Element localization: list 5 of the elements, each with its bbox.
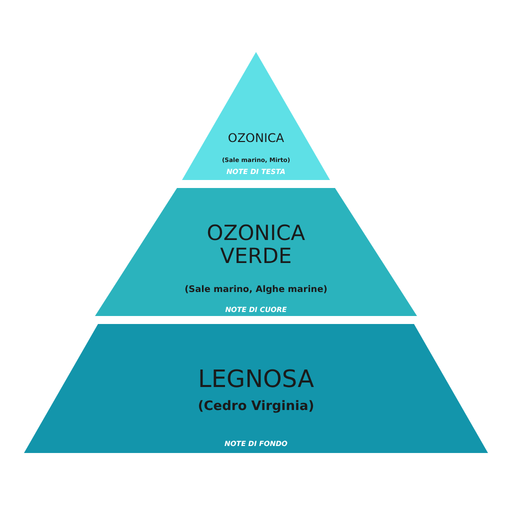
- ingredient-list: (Cedro Virginia): [198, 400, 314, 414]
- ingredient-list: (Sale marino, Alghe marine): [184, 286, 328, 296]
- tier-title: LEGNOSA: [198, 366, 314, 392]
- tier-title: OZONICA VERDE: [206, 222, 306, 268]
- tier-title: OZONICA: [228, 132, 284, 146]
